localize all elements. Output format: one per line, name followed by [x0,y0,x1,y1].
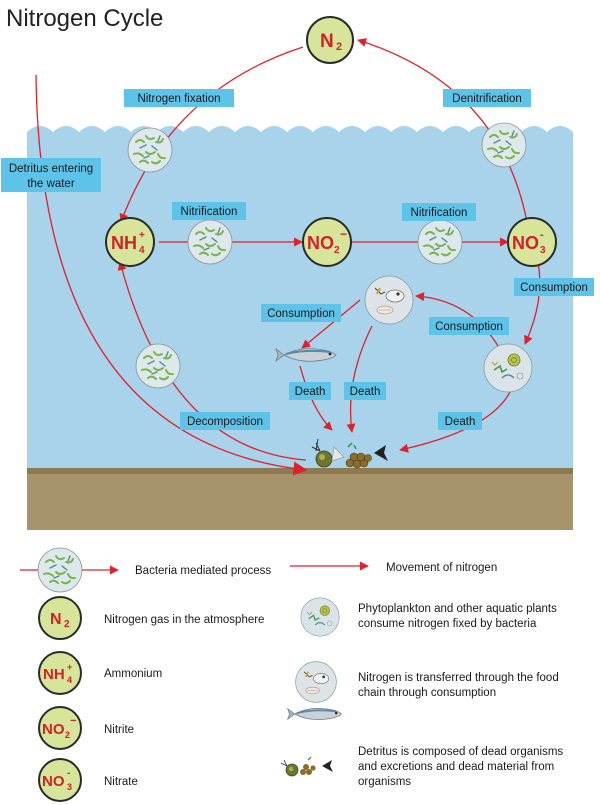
bacteria-colony-icon [37,547,83,593]
sediment-layer [27,468,573,530]
svg-text:Detritus entering: Detritus entering [9,163,93,175]
svg-text:and excretions and dead materi: and excretions and dead material from [358,761,554,773]
svg-text:4: 4 [67,675,72,685]
svg-text:chain through consumption: chain through consumption [358,687,496,699]
svg-text:Nitrification: Nitrification [411,207,468,219]
legend-no2: NO 2 − Nitrite [38,706,134,750]
svg-text:Ammonium: Ammonium [104,668,162,680]
svg-text:Bacteria mediated process: Bacteria mediated process [135,565,271,577]
node-no3-base: NO [512,233,539,253]
svg-text:Death: Death [350,386,381,398]
zooplankton-icon [294,660,338,704]
water-body [27,126,573,468]
svg-text:Consumption: Consumption [267,308,335,320]
svg-text:Nitrogen gas in the atmosphere: Nitrogen gas in the atmosphere [104,614,264,626]
node-nh4-sup: + [139,230,145,241]
svg-text:Nitrogen fixation: Nitrogen fixation [137,93,220,105]
arrow-consumption-phyto [524,261,541,345]
svg-text:NO: NO [42,773,65,790]
phytoplankton-icon [300,597,340,637]
label-nitrogen-fixation: Nitrogen fixation [124,89,234,107]
svg-text:organisms: organisms [358,776,411,788]
label-death-right: Death [438,412,482,430]
diagram-title: Nitrogen Cycle [6,5,163,32]
legend-detritus: Detritus is composed of dead organisms a… [280,746,563,788]
svg-text:3: 3 [67,782,72,792]
legend-n2: N 2 Nitrogen gas in the atmosphere [38,596,264,640]
node-n2-base: N [320,31,334,52]
svg-text:the water: the water [27,178,74,190]
fish-icon [286,707,343,721]
legend-no3: NO - 3 Nitrate [38,758,138,802]
label-death-left: Death [289,382,331,400]
arrow-death-zoo [346,325,373,433]
svg-text:Movement of nitrogen: Movement of nitrogen [386,562,497,574]
svg-text:Denitrification: Denitrification [452,93,522,105]
bacteria-colony-icon [481,122,527,168]
svg-text:Detritus is composed of dead o: Detritus is composed of dead organisms [358,746,563,758]
node-n2-sub: 2 [336,41,342,53]
svg-text:Phytoplankton and other aquati: Phytoplankton and other aquatic plants [358,603,557,615]
svg-text:+: + [67,662,72,672]
svg-text:N: N [50,611,62,628]
legend-movement: Movement of nitrogen [290,561,497,574]
node-no2-base: NO [307,233,334,253]
label-death-mid: Death [344,382,386,400]
node-no2-sub: 2 [334,245,340,256]
node-no2-sup: − [340,227,347,241]
legend-nh4: NH + 4 Ammonium [38,651,162,695]
node-n2: N 2 [306,16,354,64]
svg-text:NH: NH [43,666,65,683]
svg-text:consume nitrogen fixed by bact: consume nitrogen fixed by bacteria [358,618,537,630]
legend-phytoplankton: Phytoplankton and other aquatic plants c… [300,597,557,637]
svg-text:2: 2 [65,730,70,740]
zooplankton-icon [364,275,414,325]
svg-text:−: − [70,715,76,727]
label-decomposition: Decomposition [180,412,270,430]
label-consumption-left: Consumption [261,304,341,322]
svg-text:-: - [67,768,70,779]
legend: Bacteria mediated process Movement of ni… [20,547,563,802]
svg-text:Consumption: Consumption [520,282,588,294]
label-denitrification: Denitrification [443,89,531,107]
legend-food-chain: Nitrogen is transferred through the food… [286,660,559,721]
label-detritus-entering: Detritus entering the water [1,158,101,192]
bacteria-colony-icon [187,219,233,265]
node-no2: NO 2 − [302,217,352,267]
svg-text:Death: Death [295,386,326,398]
svg-text:2: 2 [64,619,70,630]
node-no3-sub: 3 [540,245,546,256]
svg-text:Nitrite: Nitrite [104,724,134,736]
svg-text:NO: NO [42,721,65,738]
arrow-consumption-zoo [415,292,499,347]
label-nitrification-1: Nitrification [172,202,246,220]
svg-text:Nitrogen is transferred throug: Nitrogen is transferred through the food [358,672,559,684]
node-nh4: NH + 4 [105,217,155,267]
legend-bacteria: Bacteria mediated process [20,547,271,593]
arrow-death-fish [299,365,333,431]
bacteria-colony-icon [135,343,181,389]
svg-text:Nitrification: Nitrification [181,206,238,218]
svg-text:Consumption: Consumption [435,321,503,333]
detritus-pile-icon [280,756,334,777]
svg-text:Nitrate: Nitrate [104,776,138,788]
phytoplankton-icon [483,343,533,393]
label-nitrification-2: Nitrification [402,203,476,221]
bacteria-colony-icon [127,127,173,173]
arrow-consumption-fish [301,299,361,349]
node-no3: NO - 3 [507,217,557,267]
arrow-denitrification [357,38,528,223]
node-no3-sup: - [540,229,544,241]
arrow-fixation [119,46,304,223]
label-consumption-right: Consumption [514,278,594,296]
label-consumption-mid: Consumption [429,317,509,335]
node-nh4-sub: 4 [139,245,145,256]
arrow-decomposition [117,261,307,461]
svg-text:Death: Death [445,416,476,428]
node-nh4-base: NH [111,233,137,253]
bacteria-colony-icon [417,219,463,265]
svg-text:Decomposition: Decomposition [187,416,263,428]
